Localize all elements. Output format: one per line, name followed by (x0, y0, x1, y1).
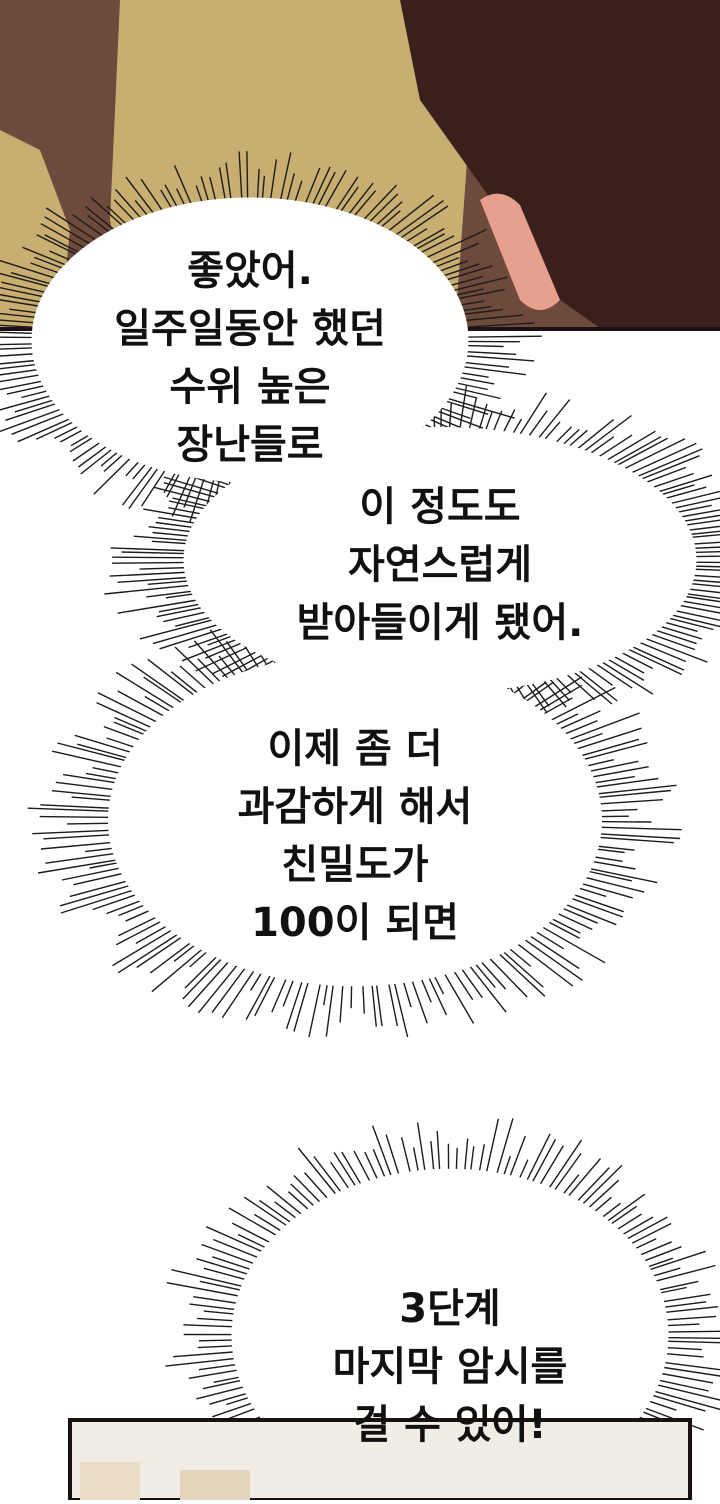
bubble-line: 이 정도도 (250, 478, 630, 536)
bubble-line: 과감하게 해서 (190, 778, 520, 836)
bubble-line: 일주일동안 했던 (90, 300, 410, 358)
speech-bubble-3-text: 이제 좀 더 과감하게 해서 친밀도가 100이 되면 (190, 720, 520, 952)
bubble-line: 자연스럽게 (250, 536, 630, 594)
bubble-line: 100이 되면 (190, 894, 520, 952)
speech-bubble-4-text: 3단계 마지막 암시를 걸 수 있어! (300, 1280, 600, 1454)
bubble-line: 친밀도가 (190, 836, 520, 894)
bubble-line: 마지막 암시를 (300, 1338, 600, 1396)
bubble-line: 장난들로 (90, 416, 410, 474)
bubble-line: 좋았어. (90, 242, 410, 300)
bubble-line: 수위 높은 (90, 358, 410, 416)
bubble-line: 이제 좀 더 (190, 720, 520, 778)
bottom-panel-object (80, 1462, 140, 1500)
speech-bubble-2-text: 이 정도도 자연스럽게 받아들이게 됐어. (250, 478, 630, 652)
bubble-line: 받아들이게 됐어. (250, 594, 630, 652)
bubble-line: 걸 수 있어! (300, 1396, 600, 1454)
bottom-panel-object (180, 1470, 250, 1500)
speech-bubble-1-text: 좋았어. 일주일동안 했던 수위 높은 장난들로 (90, 242, 410, 474)
bubble-line: 3단계 (300, 1280, 600, 1338)
